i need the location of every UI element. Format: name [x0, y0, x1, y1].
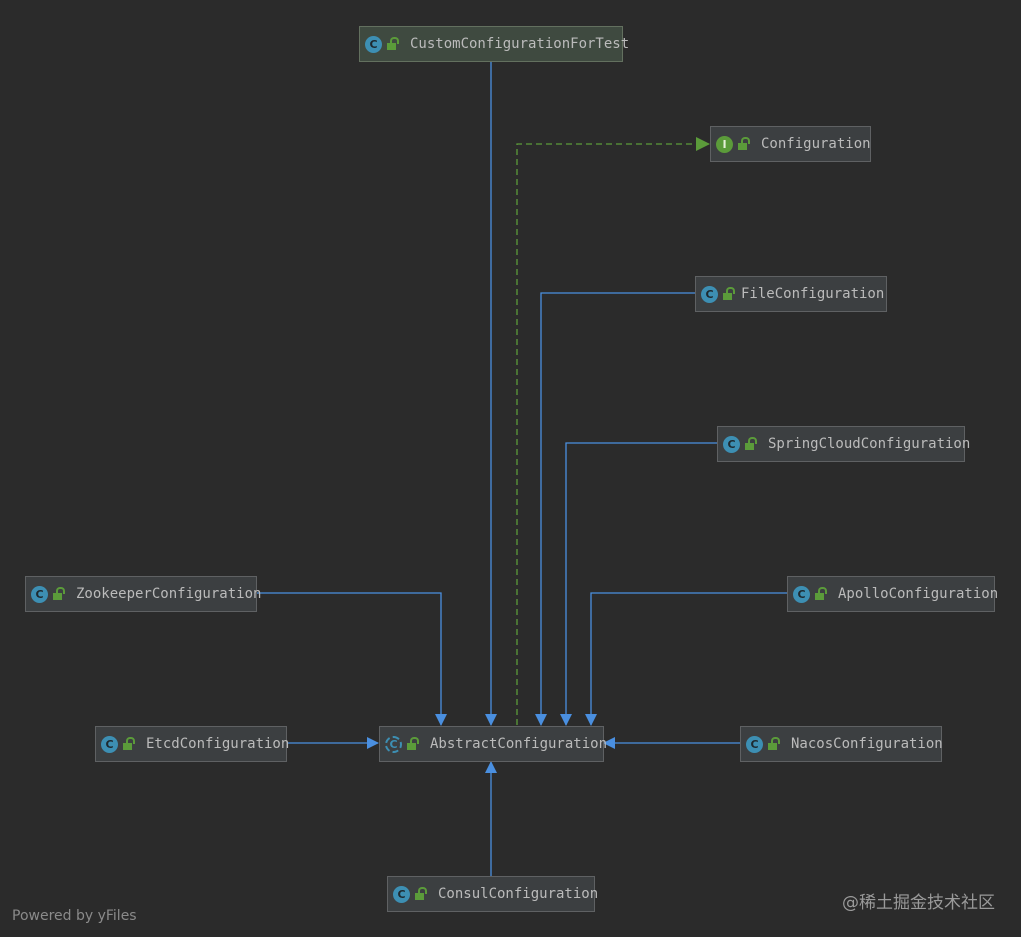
class-icon: C — [746, 735, 763, 753]
class-icon: C — [723, 435, 740, 453]
powered-by-label: Powered by yFiles — [12, 908, 137, 924]
node-apollo-configuration[interactable]: C ApolloConfiguration — [787, 576, 999, 612]
edge-apollo-to-abstract — [585, 592, 787, 726]
edge-springcloud-to-abstract — [560, 442, 717, 726]
edge-abstract-implements-configuration — [516, 137, 710, 725]
node-zookeeper-configuration[interactable]: C ZookeeperConfiguration — [25, 576, 261, 612]
node-label: AbstractConfiguration — [430, 736, 608, 752]
node-spring-cloud-configuration[interactable]: C SpringCloudConfiguration — [717, 426, 970, 462]
class-icon: C — [31, 585, 48, 603]
abstract-class-icon: C — [385, 735, 402, 753]
class-icon: C — [365, 35, 382, 53]
lock-icon — [415, 887, 427, 900]
edge-file-to-abstract — [535, 292, 695, 726]
lock-icon — [123, 737, 135, 750]
node-custom-configuration-for-test[interactable]: C CustomConfigurationForTest — [359, 26, 629, 62]
class-icon: C — [393, 885, 410, 903]
lock-icon — [768, 737, 780, 750]
lock-icon — [387, 37, 399, 50]
node-label: ZookeeperConfiguration — [76, 586, 262, 602]
edge-zookeeper-to-abstract — [257, 592, 447, 726]
lock-icon — [723, 287, 735, 300]
class-icon: C — [793, 585, 810, 603]
interface-icon: I — [716, 135, 733, 153]
node-abstract-configuration[interactable]: C AbstractConfiguration — [379, 726, 608, 762]
lock-icon — [53, 587, 65, 600]
lock-icon — [745, 437, 757, 450]
node-configuration[interactable]: I Configuration — [710, 126, 871, 162]
node-label: FileConfiguration — [741, 286, 885, 302]
node-label: CustomConfigurationForTest — [410, 36, 630, 52]
lock-icon — [407, 737, 419, 750]
node-label: ApolloConfiguration — [838, 586, 999, 602]
watermark: @稀土掘金技术社区 — [842, 893, 995, 913]
node-label: ConsulConfiguration — [438, 886, 599, 902]
node-label: NacosConfiguration — [791, 736, 943, 752]
node-consul-configuration[interactable]: C ConsulConfiguration — [387, 876, 599, 912]
class-icon: C — [701, 285, 718, 303]
node-file-configuration[interactable]: C FileConfiguration — [695, 276, 887, 312]
lock-icon — [815, 587, 827, 600]
node-label: SpringCloudConfiguration — [768, 436, 971, 452]
node-nacos-configuration[interactable]: C NacosConfiguration — [740, 726, 943, 762]
node-etcd-configuration[interactable]: C EtcdConfiguration — [95, 726, 290, 762]
lock-icon — [738, 137, 750, 150]
node-label: EtcdConfiguration — [146, 736, 290, 752]
class-icon: C — [101, 735, 118, 753]
node-label: Configuration — [761, 136, 871, 152]
